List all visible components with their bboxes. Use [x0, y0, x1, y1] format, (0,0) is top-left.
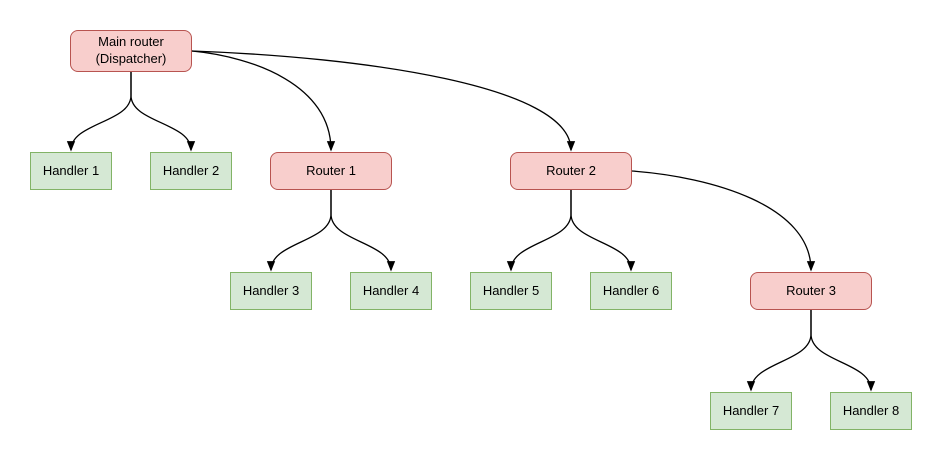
node-label: Handler 4	[362, 282, 420, 298]
edge-main-to-r1	[191, 50, 336, 152]
edge-r1-to-h3	[266, 190, 332, 272]
node-handler-3: Handler 3	[230, 272, 312, 310]
node-handler-2: Handler 2	[150, 152, 232, 190]
node-label: Main router (Dispatcher)	[95, 34, 167, 66]
node-router-2: Router 2	[510, 152, 632, 190]
node-label: Handler 8	[842, 402, 900, 418]
node-label: Handler 2	[162, 162, 220, 178]
edge-r3-to-h8	[810, 310, 876, 392]
node-label: Handler 7	[722, 402, 780, 418]
node-label: Handler 6	[602, 282, 660, 298]
node-router-1: Router 1	[270, 152, 392, 190]
node-handler-7: Handler 7	[710, 392, 792, 430]
node-label: Handler 5	[482, 282, 540, 298]
node-main-router-dispatcher: Main router (Dispatcher)	[70, 30, 192, 72]
node-handler-4: Handler 4	[350, 272, 432, 310]
node-label: Router 3	[786, 282, 836, 298]
node-label: Handler 1	[42, 162, 100, 178]
edge-main-to-r2	[191, 50, 576, 152]
node-handler-5: Handler 5	[470, 272, 552, 310]
edge-r2-to-r3	[631, 170, 816, 272]
node-label: Handler 3	[242, 282, 300, 298]
edge-r3-to-h7	[746, 310, 812, 392]
node-handler-8: Handler 8	[830, 392, 912, 430]
edge-r1-to-h4	[330, 190, 396, 272]
node-label: Router 2	[546, 162, 596, 178]
node-router-3: Router 3	[750, 272, 872, 310]
edge-r2-to-h5	[506, 190, 572, 272]
node-label: Router 1	[306, 162, 356, 178]
edge-r2-to-h6	[570, 190, 636, 272]
node-handler-1: Handler 1	[30, 152, 112, 190]
node-handler-6: Handler 6	[590, 272, 672, 310]
edge-main-to-h2	[130, 72, 196, 152]
edge-main-to-h1	[66, 72, 132, 152]
